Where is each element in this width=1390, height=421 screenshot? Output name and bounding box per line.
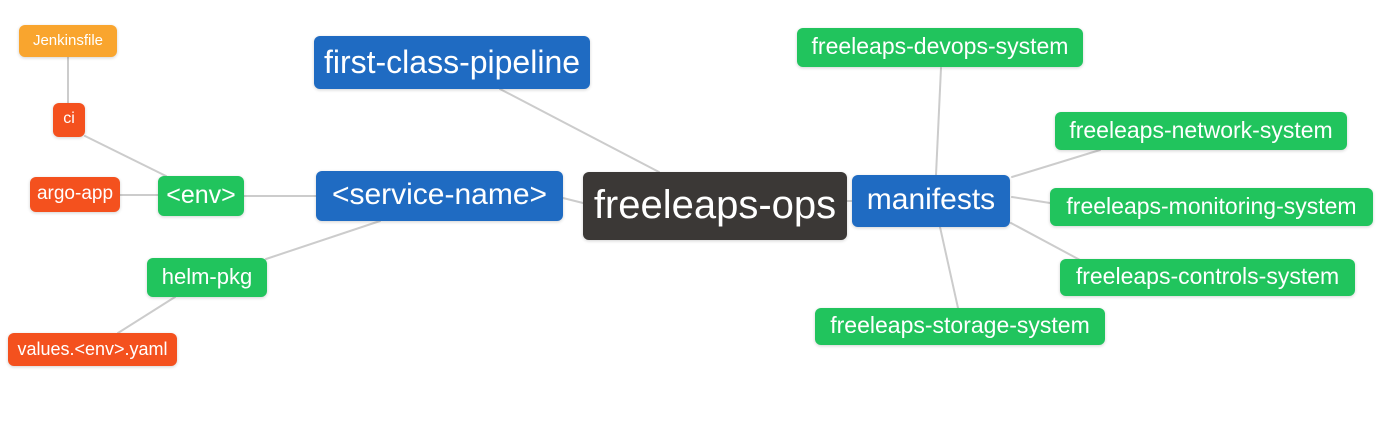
node-freeleaps-monitoring-system[interactable]: freeleaps-monitoring-system	[1050, 188, 1373, 226]
node-label: ci	[63, 110, 75, 127]
node-label: Jenkinsfile	[32, 31, 104, 49]
node-freeleaps-controls-system[interactable]: freeleaps-controls-system	[1060, 259, 1355, 296]
node-manifests[interactable]: manifests	[852, 175, 1010, 227]
edge-connector	[84, 135, 167, 177]
node-freeleaps-devops-system[interactable]: freeleaps-devops-system	[797, 28, 1083, 67]
node-env[interactable]: <env>	[158, 176, 244, 216]
node-first-class-pipeline[interactable]: first-class-pipeline	[314, 36, 590, 89]
node-freeleaps-network-system[interactable]: freeleaps-network-system	[1055, 112, 1347, 150]
node-label: <env>	[166, 180, 236, 209]
node-label: helm-pkg	[161, 263, 253, 289]
node-values-env-yaml[interactable]: values.<env>.yaml	[8, 333, 177, 366]
node-label: freeleaps-ops	[593, 183, 837, 227]
node-argo-app[interactable]: argo-app	[30, 177, 120, 212]
node-label: manifests	[866, 183, 996, 216]
node-label: argo-app	[36, 183, 114, 204]
edge-connector	[939, 226, 959, 309]
node-helm-pkg[interactable]: helm-pkg	[147, 258, 267, 297]
edge-connector	[1011, 196, 1051, 204]
node-jenkinsfile[interactable]: Jenkinsfile	[19, 25, 117, 57]
node-ci[interactable]: ci	[53, 103, 85, 137]
edge-connector	[1010, 222, 1081, 261]
node-label: <service-name>	[331, 178, 548, 211]
edge-connector	[935, 67, 942, 176]
edge-connector	[499, 88, 660, 173]
node-label: first-class-pipeline	[323, 43, 581, 80]
node-service-name[interactable]: <service-name>	[316, 171, 563, 221]
edge-connector	[562, 197, 584, 204]
node-label: freeleaps-devops-system	[811, 33, 1069, 59]
node-label: values.<env>.yaml	[17, 338, 168, 359]
node-label: freeleaps-storage-system	[830, 312, 1090, 338]
node-freeleaps-ops-root[interactable]: freeleaps-ops	[583, 172, 847, 240]
node-label: freeleaps-network-system	[1069, 116, 1333, 143]
edge-connector	[265, 220, 381, 260]
edge-connector	[1011, 149, 1101, 178]
edge-connector	[117, 296, 176, 334]
node-label: freeleaps-monitoring-system	[1066, 192, 1357, 219]
node-label: freeleaps-controls-system	[1075, 263, 1340, 289]
node-freeleaps-storage-system[interactable]: freeleaps-storage-system	[815, 308, 1105, 345]
